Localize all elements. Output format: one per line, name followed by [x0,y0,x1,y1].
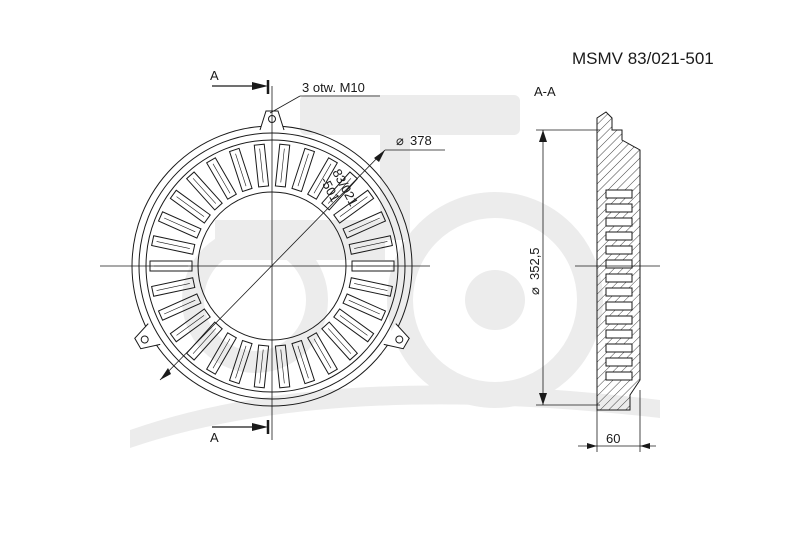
fin [306,332,339,375]
fin [157,211,202,239]
section-fin [605,217,633,227]
section-marker-top: A [210,68,219,83]
section-fin [605,259,633,269]
section-fin [605,287,633,297]
fin [274,143,291,188]
section-fins [605,189,633,381]
section-fin [605,231,633,241]
fin [253,344,270,389]
fin [348,277,393,297]
fin [169,308,211,343]
fin [342,293,387,321]
fin [333,308,375,343]
width-label: 60 [606,431,620,446]
fin [253,143,270,188]
fin [185,321,223,361]
diameter-leader [159,149,386,381]
section-fin [605,343,633,353]
inner-diameter-label: 352,5 [527,247,542,280]
fin [151,277,196,297]
fin [157,293,202,321]
fin [321,321,359,361]
inner-diameter-symbol: ⌀ [527,287,542,295]
fin [321,171,359,211]
fin [291,339,316,385]
fin [228,339,253,385]
fin [291,147,316,193]
section-markers [212,80,270,434]
holes-leader [269,95,301,114]
section-fin [605,189,633,199]
outer-diameter-label: 378 [410,133,432,148]
fin [306,157,339,200]
tractor-watermark [130,95,660,448]
mounting-lug [383,323,410,350]
section-fin [605,273,633,283]
fin [205,157,238,200]
section-view [536,111,660,452]
section-fin [605,245,633,255]
fin [228,147,253,193]
fin [205,332,238,375]
fin [151,235,196,255]
section-fin [605,371,633,381]
section-fin [605,315,633,325]
fin [274,344,291,389]
fin [333,189,375,224]
diameter-symbol: ⌀ [396,133,404,148]
fin [342,211,387,239]
section-fin [605,301,633,311]
holes-note: 3 otw. M10 [302,80,365,95]
section-title: A-A [534,84,556,99]
section-fin [605,329,633,339]
section-fin [605,357,633,367]
part-number: MSMV 83/021-501 [572,49,714,68]
fin [185,171,223,211]
fin [169,189,211,224]
section-fin [605,203,633,213]
plan-view [100,86,445,440]
fin [348,235,393,255]
section-marker-bottom: A [210,430,219,445]
mounting-lug [134,323,161,350]
